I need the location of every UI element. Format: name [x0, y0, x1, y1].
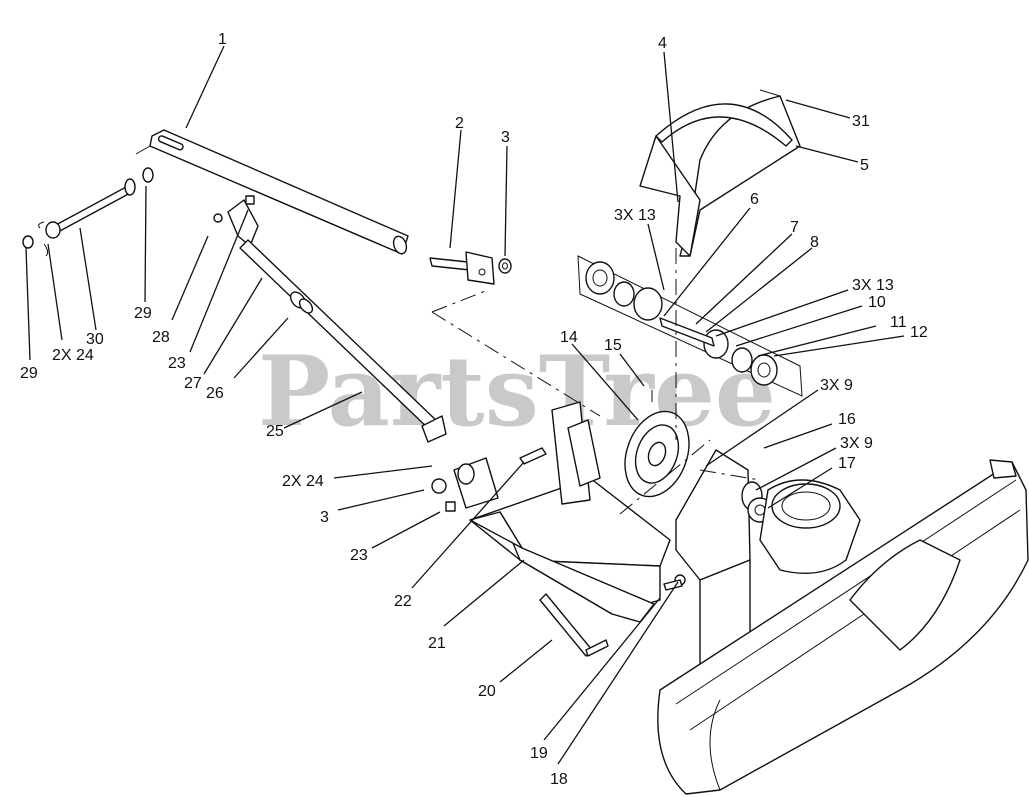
callout-30: 30	[86, 331, 104, 348]
callout-14: 14	[560, 329, 578, 346]
plow-blade	[657, 459, 1029, 795]
chute-tower	[639, 89, 861, 701]
callout-26: 26	[206, 385, 224, 402]
callout-22: 22	[394, 593, 412, 610]
callout-18: 18	[550, 771, 568, 788]
callout-17: 17	[838, 455, 856, 472]
callout-15: 15	[604, 337, 622, 354]
callout-2: 2	[455, 115, 464, 132]
callout-6: 6	[750, 191, 759, 208]
callout-3-mid: 3	[320, 509, 329, 526]
callout-4: 4	[658, 35, 667, 52]
bearing-plate	[577, 255, 803, 397]
assembly-lines	[431, 248, 761, 515]
axle-assembly	[22, 167, 154, 257]
callout-23-upper: 23	[168, 355, 186, 372]
callout-27: 27	[184, 375, 202, 392]
leader-lines	[25, 45, 905, 765]
push-arm	[135, 129, 409, 255]
callout-29-mid: 29	[134, 305, 152, 322]
callout-10: 10	[868, 294, 886, 311]
callout-3x9-lower: 3X 9	[840, 435, 873, 452]
watermark: PartsTree	[258, 335, 776, 448]
callout-28: 28	[152, 329, 170, 346]
callout-2x24-mid: 2X 24	[282, 473, 324, 490]
callout-16: 16	[838, 411, 856, 428]
pulley	[624, 390, 690, 498]
lift-link	[213, 195, 447, 443]
callout-19: 19	[530, 745, 548, 762]
callout-25: 25	[266, 423, 284, 440]
callout-labels: 1 2 3 4 31 5 3X 13 6 7 8 3X 13 10 11 12 …	[20, 31, 928, 788]
callout-20: 20	[478, 683, 496, 700]
callout-3x9-upper: 3X 9	[820, 377, 853, 394]
callout-1: 1	[218, 31, 227, 48]
callout-29-left: 29	[20, 365, 38, 382]
clevis-pin	[429, 251, 512, 285]
callout-31: 31	[852, 113, 870, 130]
mount-frame	[431, 401, 671, 623]
callout-21: 21	[428, 635, 446, 652]
callout-12: 12	[910, 324, 928, 341]
callout-3-top: 3	[501, 129, 510, 146]
callout-3x13-upper: 3X 13	[614, 207, 656, 224]
callout-5: 5	[860, 157, 869, 174]
callout-2x24-left: 2X 24	[52, 347, 94, 364]
callout-8: 8	[810, 234, 819, 251]
callout-7: 7	[790, 219, 799, 236]
callout-23-lower: 23	[350, 547, 368, 564]
callout-3x13-lower: 3X 13	[852, 277, 894, 294]
callout-11: 11	[890, 314, 907, 331]
